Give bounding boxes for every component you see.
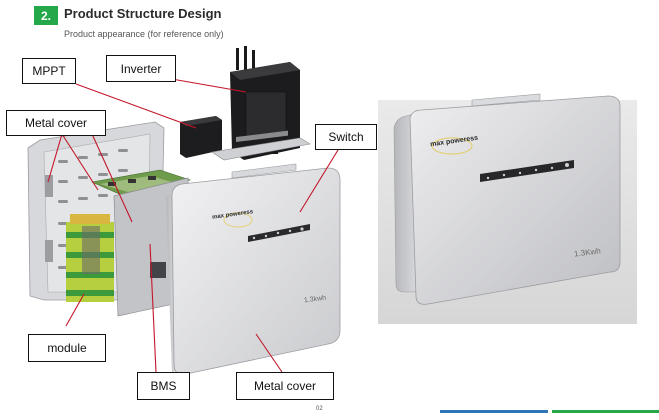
mounting-bracket — [211, 137, 311, 161]
callout-mppt: MPPT — [22, 58, 76, 84]
front-metal-cover — [166, 130, 341, 375]
callout-metal-cover-top: Metal cover — [6, 110, 106, 136]
battery-module — [66, 214, 114, 302]
footer-rule-blue — [440, 410, 548, 413]
page-number: 02 — [316, 406, 323, 412]
product-photo — [378, 93, 637, 324]
section-title: Product Structure Design — [64, 6, 222, 21]
callout-switch: Switch — [315, 124, 377, 150]
footer-rule-green — [552, 410, 659, 413]
subtitle: Product appearance (for reference only) — [64, 29, 224, 39]
callout-inverter: Inverter — [106, 55, 176, 82]
leader-lines — [47, 77, 339, 373]
callout-metal-cover-bottom: Metal cover — [236, 372, 334, 400]
callout-module: module — [28, 334, 106, 362]
bms-board — [90, 169, 192, 197]
section-number-badge: 2. — [34, 6, 58, 25]
callout-bms: BMS — [137, 372, 190, 400]
